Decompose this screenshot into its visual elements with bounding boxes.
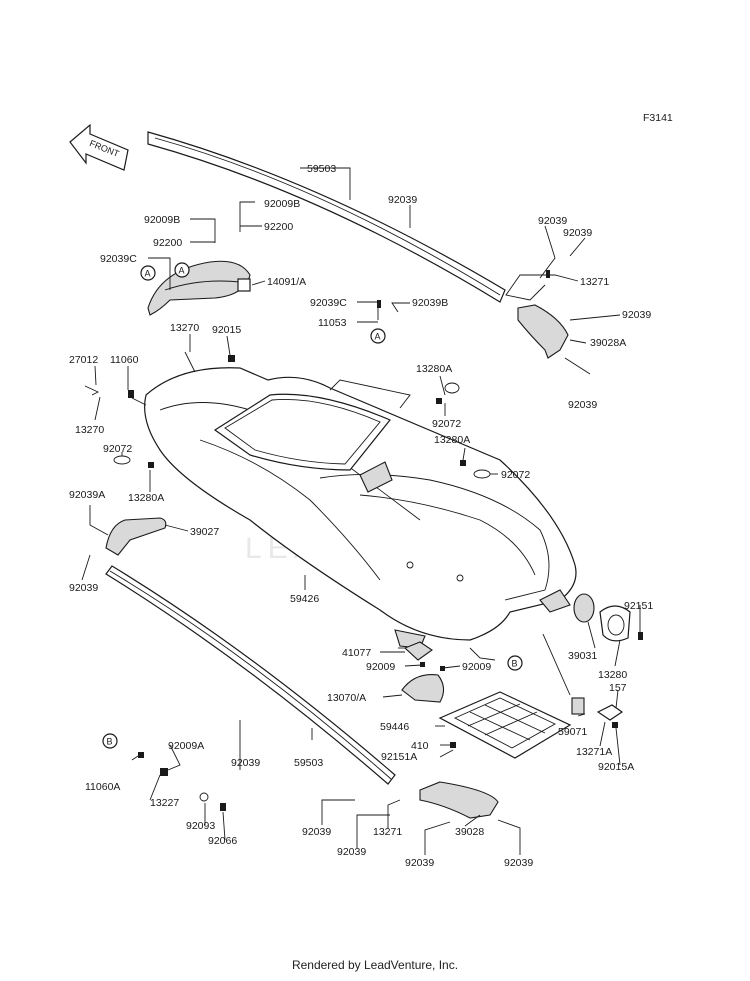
part-label: 92039A — [69, 489, 105, 501]
part-label: 92039 — [622, 309, 651, 321]
fasteners — [84, 270, 643, 811]
part-label: 92039 — [69, 582, 98, 594]
part-labels: 59503 92039 92009B 92009B 92200 92200 92… — [69, 163, 653, 869]
part-label: 92200 — [153, 237, 182, 249]
bracket-41077 — [403, 641, 433, 661]
part-label: 92015A — [598, 761, 634, 773]
svg-text:B: B — [512, 659, 518, 669]
part-label: 13271 — [373, 826, 402, 838]
leader-lines — [81, 167, 641, 855]
part-label: 13280A — [434, 434, 470, 446]
part-label: 59503 — [294, 757, 323, 769]
part-label: 92093 — [186, 820, 215, 832]
part-label: 92039 — [538, 215, 567, 227]
part-label: 13280A — [128, 492, 164, 504]
shaft-59071 — [571, 697, 624, 728]
part-label: 39027 — [190, 526, 219, 538]
part-label: 13271 — [580, 276, 609, 288]
ride-plate — [438, 691, 572, 759]
part-label: 157 — [609, 682, 627, 694]
part-label: 14091/A — [267, 276, 306, 288]
cover-39027 — [105, 517, 167, 556]
part-label: 11060A — [85, 781, 120, 793]
gunwale-strip-upper — [147, 131, 506, 303]
part-label: 92009B — [264, 198, 300, 210]
part-label: 92009A — [168, 740, 204, 752]
part-label: 27012 — [69, 354, 98, 366]
part-label: 92039 — [302, 826, 331, 838]
part-label: 92009 — [366, 661, 395, 673]
callout-a-1: A — [140, 265, 156, 281]
rear-cover-39028 — [419, 781, 499, 819]
part-label: 59071 — [558, 726, 587, 738]
svg-text:B: B — [107, 737, 113, 747]
part-label: 11060 — [110, 354, 139, 366]
part-label: 13271A — [576, 746, 612, 758]
diagram-code: F3141 — [643, 112, 673, 124]
part-label: 92151A — [381, 751, 417, 763]
rear-cover-39028a — [517, 304, 569, 359]
part-label: 13270 — [75, 424, 104, 436]
part-label: 92039B — [412, 297, 448, 309]
part-label: 92009 — [462, 661, 491, 673]
footer-credit: Rendered by LeadVenture, Inc. — [291, 958, 459, 972]
intake-grate — [401, 674, 445, 703]
part-label: 92151 — [624, 600, 653, 612]
part-label: 39028A — [590, 337, 626, 349]
deck-cover-front — [147, 260, 251, 316]
part-label: 41077 — [342, 647, 371, 659]
part-label: 92072 — [432, 418, 461, 430]
part-label: 92200 — [264, 221, 293, 233]
svg-text:A: A — [179, 266, 185, 276]
gunwale-strip-lower — [105, 565, 396, 785]
part-label: 92039 — [405, 857, 434, 869]
callout-a-2: A — [174, 262, 190, 278]
part-label: 11053 — [318, 317, 347, 329]
part-label: 92039 — [231, 757, 260, 769]
pump-cover — [573, 593, 631, 642]
part-label: 59426 — [290, 593, 319, 605]
callout-b-2: B — [102, 733, 118, 749]
part-label: 13070/A — [327, 692, 366, 704]
part-label: 59446 — [380, 721, 409, 733]
part-label: 13280A — [416, 363, 452, 375]
part-label: 92072 — [103, 443, 132, 455]
part-label: 92066 — [208, 835, 237, 847]
callout-b-1: B — [507, 655, 523, 671]
svg-text:A: A — [145, 269, 151, 279]
part-label: 410 — [411, 740, 429, 752]
part-label: 13280 — [598, 669, 627, 681]
part-label: 39028 — [455, 826, 484, 838]
part-label: 92039 — [337, 846, 366, 858]
part-label: 92039C — [310, 297, 347, 309]
part-label: 92039 — [504, 857, 533, 869]
svg-text:A: A — [375, 332, 381, 342]
part-label: 92009B — [144, 214, 180, 226]
part-label: 92039 — [563, 227, 592, 239]
part-label: 92072 — [501, 469, 530, 481]
callout-a-3: A — [370, 328, 386, 344]
part-label: 92039 — [388, 194, 417, 206]
hull — [144, 367, 577, 649]
part-label: 92039 — [568, 399, 597, 411]
part-label: 92039C — [100, 253, 137, 265]
part-label: 13227 — [150, 797, 179, 809]
part-label: 13270 — [170, 322, 199, 334]
part-label: 39031 — [568, 650, 597, 662]
part-label: 92015 — [212, 324, 241, 336]
part-label: 59503 — [307, 163, 336, 175]
front-arrow: FRONT — [69, 123, 129, 171]
